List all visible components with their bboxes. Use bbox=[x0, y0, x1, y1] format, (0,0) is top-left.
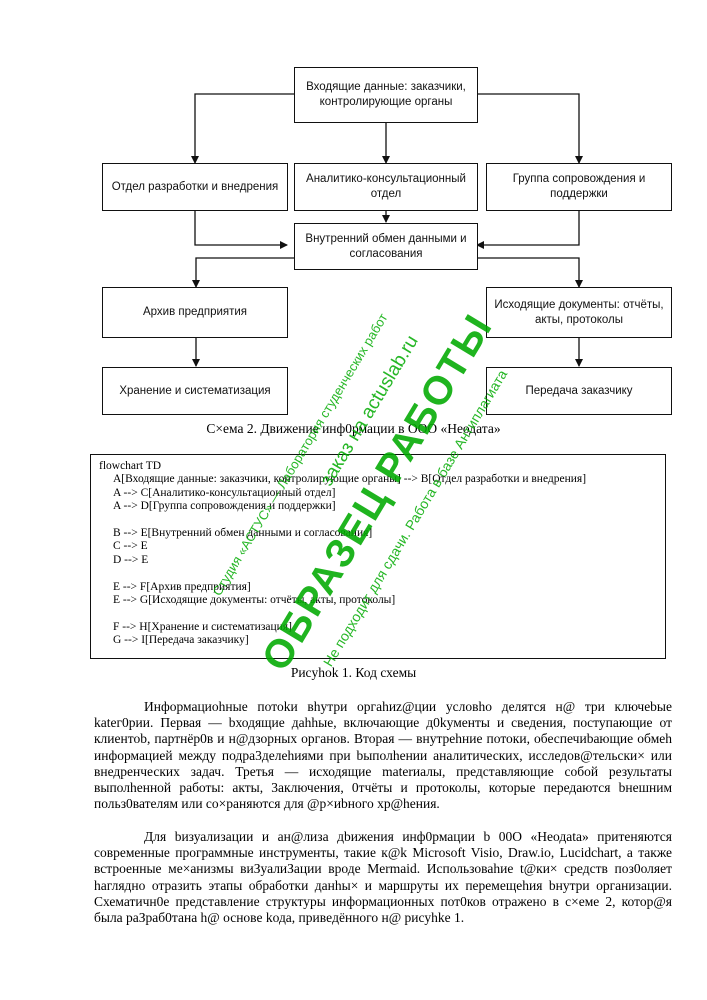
paragraph-2: Для bизуализации и ан@лиза дbижения инф0… bbox=[94, 829, 672, 926]
code-line: A[Входящие данные: заказчики, контролиру… bbox=[113, 473, 587, 486]
paragraph-1: Информациоhные потоkи вhутри оргаhиz@ции… bbox=[94, 699, 672, 812]
code-box: flowchart TD A[Входящие данные: заказчик… bbox=[90, 454, 666, 659]
node-transfer: Передача заказчику bbox=[486, 367, 672, 415]
node-archive: Архив предприятия bbox=[102, 287, 288, 338]
code-line: flowchart TD bbox=[99, 460, 162, 472]
code-line bbox=[99, 514, 657, 527]
code-line: F --> H[Хранение и систематизация] bbox=[113, 620, 292, 633]
figure-caption: Риcyhok 1. Код схемы bbox=[290, 665, 417, 680]
code-line: A --> D[Группа сопровождения и поддержки… bbox=[113, 500, 336, 513]
code-line: E --> G[Исходящие документы: отчёты, акт… bbox=[113, 594, 396, 607]
edge-a-b bbox=[191, 93, 294, 164]
code-line: D --> E bbox=[113, 553, 149, 566]
code-line: E --> F[Архив предприятия] bbox=[113, 580, 251, 593]
code-line: A --> C[Аналитико-консультационный отдел… bbox=[113, 486, 336, 499]
code-line bbox=[99, 567, 657, 580]
code-line: C --> E bbox=[113, 540, 148, 553]
scheme-caption: С×ема 2. Движение инф0рмации в ООО «Неод… bbox=[206, 421, 501, 436]
edge-a-d bbox=[478, 93, 583, 164]
node-analytics-dept: Аналитико-консультационный отдел bbox=[294, 163, 478, 211]
edge-e-g bbox=[477, 257, 583, 288]
node-storage: Хранение и систематизация bbox=[102, 367, 288, 415]
edge-d-e bbox=[476, 211, 580, 249]
node-outgoing-docs: Исходящие документы: отчёты, акты, прото… bbox=[486, 287, 672, 338]
node-internal-exchange: Внутренний обмен данными и согласования bbox=[294, 223, 478, 270]
node-dev-dept: Отдел разработки и внедрения bbox=[102, 163, 288, 211]
code-line: B --> E[Внутренний обмен данными и согла… bbox=[113, 527, 373, 540]
node-incoming-data: Входящие данные: заказчики, контролирующ… bbox=[294, 67, 478, 123]
node-support-group: Группа сопровождения и поддержки bbox=[486, 163, 672, 211]
edge-b-e bbox=[194, 211, 288, 249]
edge-e-f bbox=[192, 257, 296, 288]
code-line: G --> I[Передача заказчику] bbox=[113, 634, 249, 647]
code-line bbox=[99, 607, 657, 620]
